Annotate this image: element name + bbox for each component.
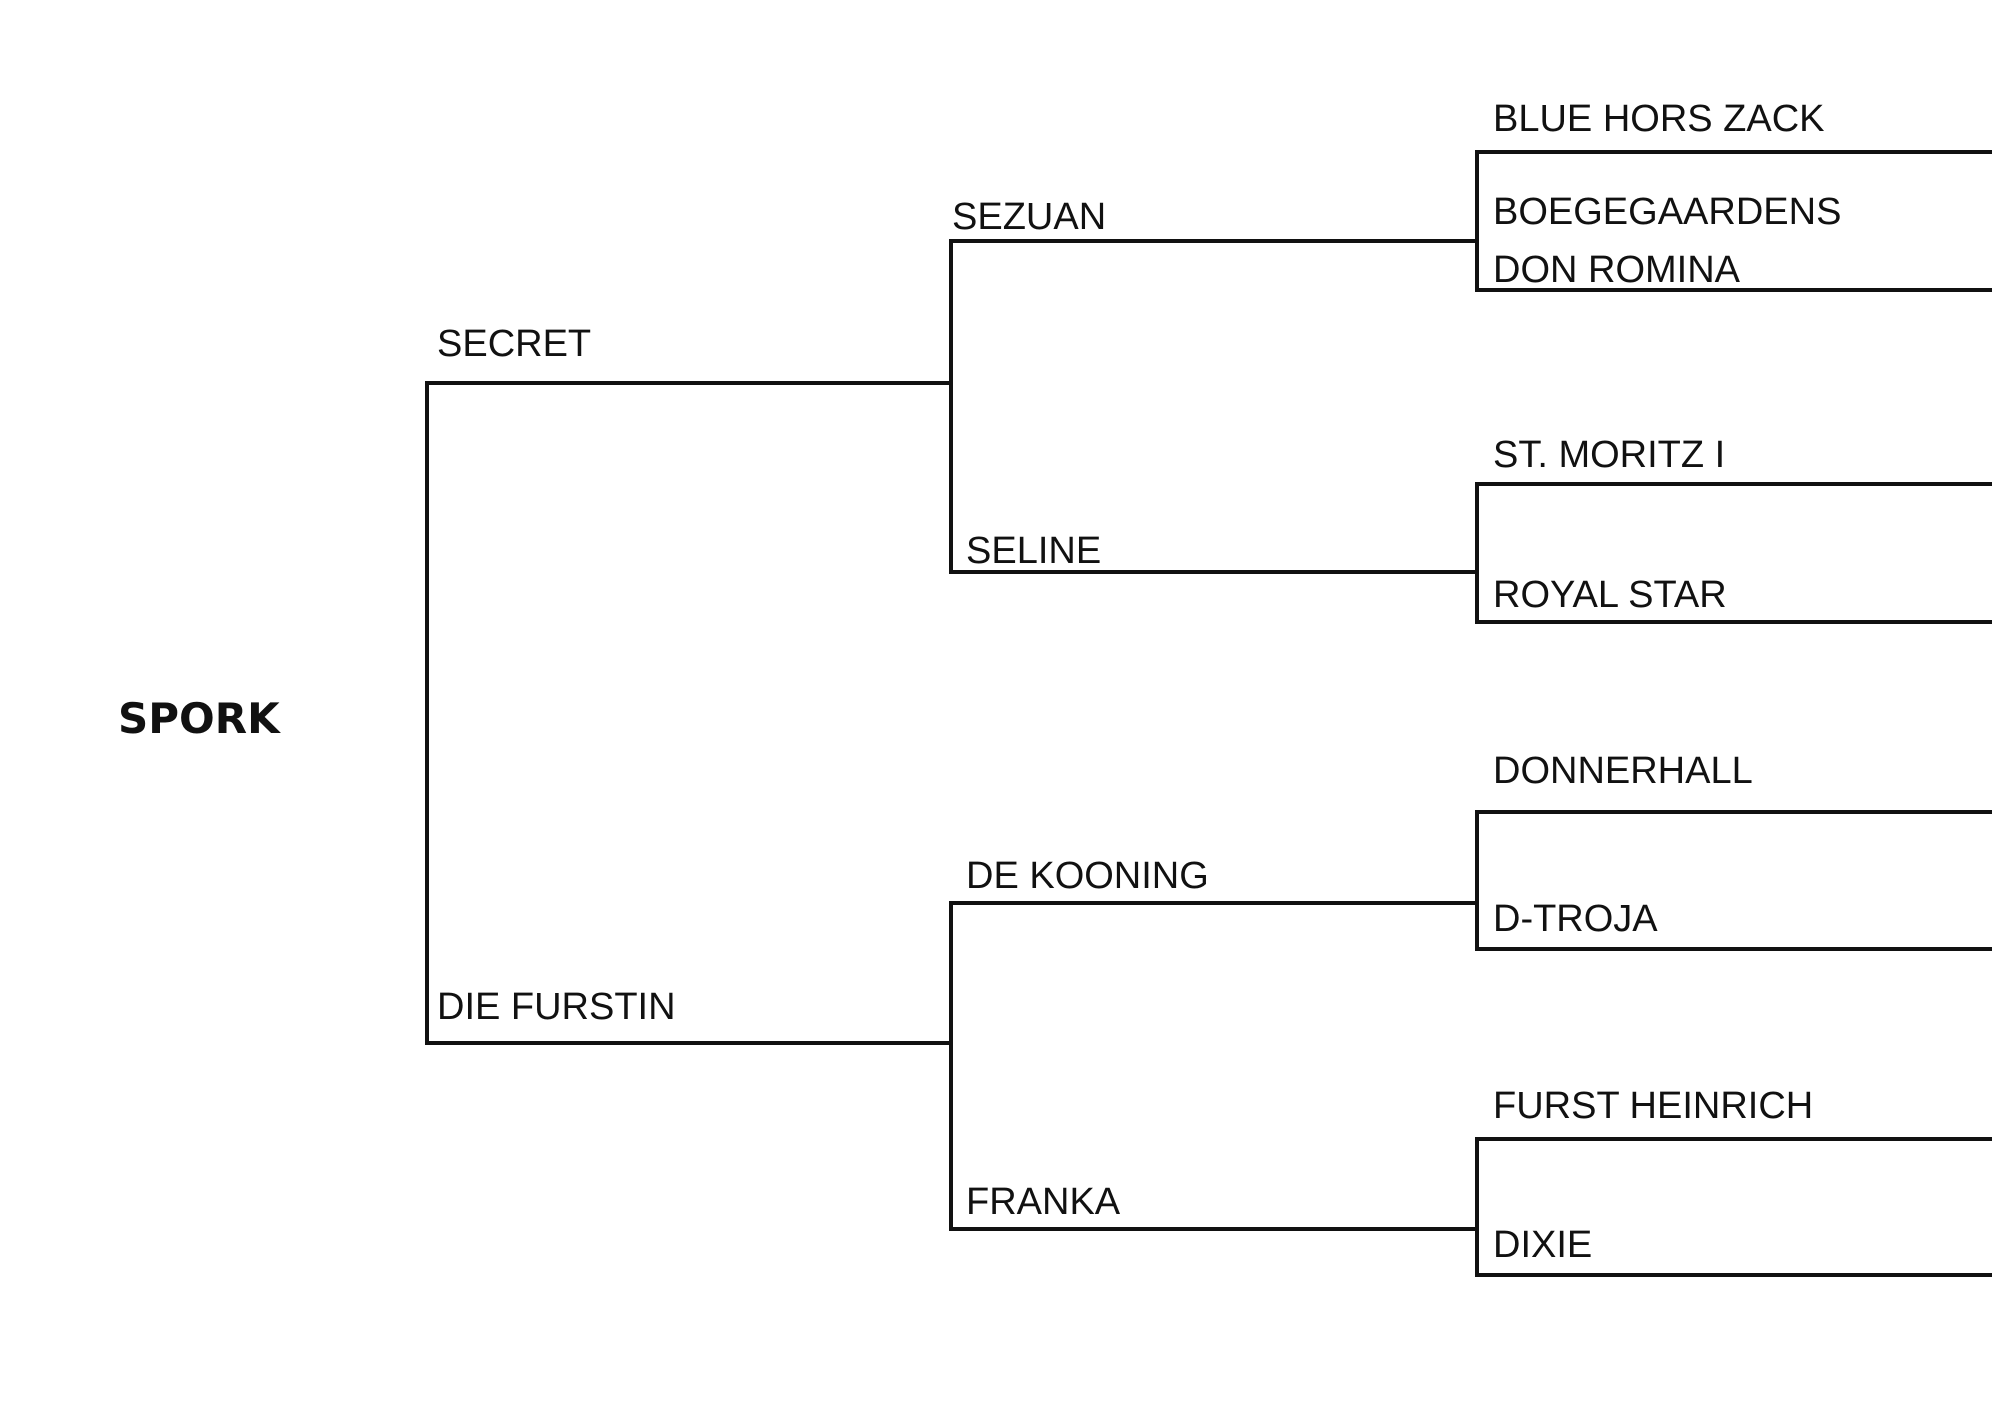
- dam-dam-name: FRANKA: [966, 1181, 1121, 1223]
- subject-name: SPORK: [118, 694, 281, 743]
- sire-sire-dam-name-line2: DON ROMINA: [1493, 249, 1741, 291]
- sire-dam-name: SELINE: [966, 530, 1101, 572]
- dam-sire-dam-name: D-TROJA: [1493, 898, 1658, 940]
- sire-dam-sire-name: ST. MORITZ I: [1493, 434, 1725, 476]
- sire-name: SECRET: [437, 323, 591, 365]
- sire-dam-dam-name: ROYAL STAR: [1493, 574, 1727, 616]
- sire-sire-name: SEZUAN: [952, 196, 1106, 238]
- dam-name: DIE FURSTIN: [437, 986, 676, 1028]
- dam-sire-sire-name: DONNERHALL: [1493, 750, 1753, 792]
- dam-dam-dam-name: DIXIE: [1493, 1224, 1592, 1266]
- sire-sire-sire-name: BLUE HORS ZACK: [1493, 98, 1825, 140]
- dam-dam-sire-name: FURST HEINRICH: [1493, 1085, 1813, 1127]
- dam-sire-name: DE KOONING: [966, 855, 1209, 897]
- sire-sire-dam-name-line1: BOEGEGAARDENS: [1493, 191, 1841, 233]
